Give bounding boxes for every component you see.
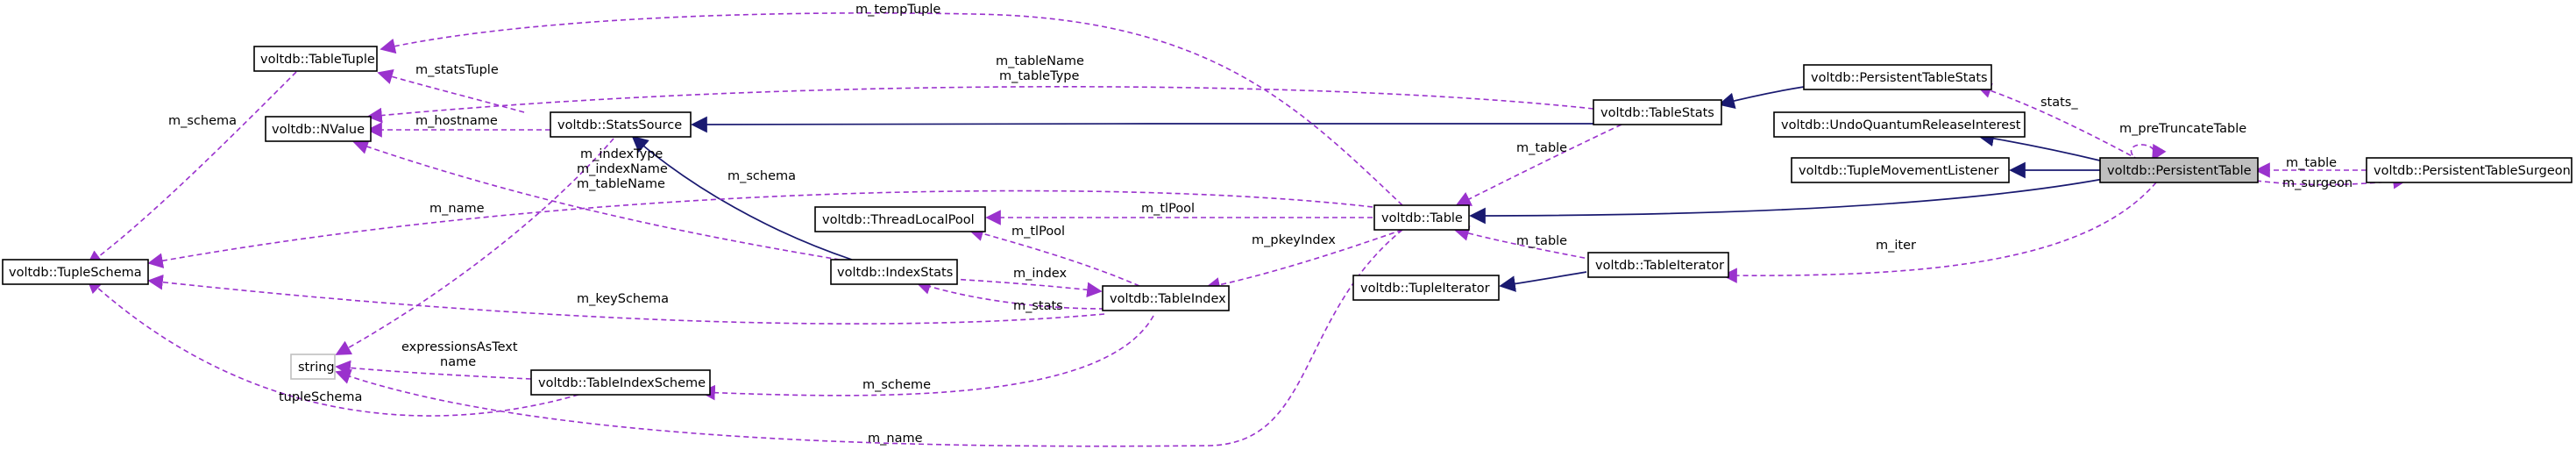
- label-m-stats: m_stats: [1013, 299, 1063, 313]
- label-m-indexname: m_indexName: [577, 162, 668, 176]
- label-m-tabletype: m_tableType: [999, 69, 1079, 83]
- label-m-tlpool-index: m_tlPool: [1011, 225, 1065, 239]
- edge-m-temptuple: [380, 12, 1403, 206]
- label-m-pkeyindex: m_pkeyIndex: [1252, 233, 1336, 247]
- edge-m-indextype-group: [352, 139, 841, 261]
- node-undo-quantum-release-interest[interactable]: voltdb::UndoQuantumReleaseInterest: [1773, 111, 2026, 138]
- node-tuple-iterator[interactable]: voltdb::TupleIterator: [1352, 275, 1500, 301]
- label-m-schema-left: m_schema: [168, 114, 237, 128]
- label-m-index: m_index: [1013, 267, 1067, 281]
- node-table-label: voltdb::Table: [1381, 211, 1463, 225]
- node-persistent-table-stats-label: voltdb::PersistentTableStats: [1811, 71, 1988, 85]
- node-persistent-table-surgeon-label: voltdb::PersistentTableSurgeon: [2374, 164, 2571, 178]
- node-nvalue[interactable]: voltdb::NValue: [265, 116, 372, 142]
- label-m-tablename-top: m_tableName: [996, 54, 1084, 68]
- label-m-scheme: m_scheme: [862, 378, 931, 392]
- edge-m-pretruncatetable: [2130, 143, 2167, 162]
- label-m-keyschema: m_keySchema: [577, 292, 669, 306]
- edge-m-schema-mid: [147, 189, 1373, 268]
- edge-m-index: [951, 278, 1103, 298]
- edge-tableiterator-to-tupleiterator: [1499, 271, 1587, 292]
- node-tuple-movement-listener-label: voltdb::TupleMovementListener: [1799, 164, 1999, 178]
- label-m-name-bottom: m_name: [868, 432, 923, 446]
- node-nvalue-label: voltdb::NValue: [272, 123, 365, 137]
- edge-m-table-stats: [1455, 124, 1622, 206]
- edges: [86, 12, 2409, 447]
- label-m-tablename-mid: m_tableName: [577, 177, 665, 191]
- node-persistent-table[interactable]: voltdb::PersistentTable: [2099, 157, 2259, 183]
- label-m-table-stats: m_table: [1516, 141, 1567, 155]
- label-m-table-iter: m_table: [1516, 234, 1567, 248]
- label-expressionsastext: expressionsAsText: [401, 340, 518, 354]
- node-table[interactable]: voltdb::Table: [1373, 204, 1470, 231]
- node-persistent-table-label: voltdb::PersistentTable: [2107, 164, 2252, 178]
- edge-m-name-bottom: [335, 229, 1403, 447]
- edge-m-stats: [915, 279, 1105, 310]
- node-persistent-table-surgeon[interactable]: voltdb::PersistentTableSurgeon: [2366, 157, 2572, 183]
- node-table-stats[interactable]: voltdb::TableStats: [1593, 99, 1722, 125]
- node-table-index-scheme-label: voltdb::TableIndexScheme: [538, 376, 706, 390]
- label-m-statstuple: m_statsTuple: [415, 63, 499, 77]
- edge-indexstats-to-statssource: [631, 135, 853, 261]
- edge-m-tablename-type: [366, 86, 1594, 124]
- node-stats-source-label: voltdb::StatsSource: [557, 118, 682, 132]
- label-stats: stats_: [2040, 96, 2078, 110]
- label-m-name-left: m_name: [429, 202, 485, 216]
- edge-persistenttable-to-table: [1469, 178, 2104, 225]
- edge-m-schema-left: [86, 71, 297, 267]
- node-table-tuple-label: voltdb::TableTuple: [260, 53, 375, 67]
- node-persistent-table-stats[interactable]: voltdb::PersistentTableStats: [1803, 64, 1992, 90]
- node-index-stats-label: voltdb::IndexStats: [837, 266, 953, 280]
- label-name: name: [440, 355, 476, 369]
- edge-persistenttable-to-undo: [1977, 130, 2104, 162]
- label-m-pretruncatetable: m_preTruncateTable: [2119, 122, 2246, 136]
- node-string[interactable]: string: [290, 354, 336, 380]
- edge-tupleschema: [86, 277, 579, 417]
- node-table-stats-label: voltdb::TableStats: [1600, 106, 1714, 120]
- node-thread-local-pool[interactable]: voltdb::ThreadLocalPool: [814, 206, 986, 232]
- node-table-tuple[interactable]: voltdb::TableTuple: [253, 46, 378, 72]
- edge-m-tlpool-index: [968, 225, 1140, 287]
- node-tuple-iterator-label: voltdb::TupleIterator: [1360, 282, 1490, 296]
- node-string-label: string: [298, 361, 335, 375]
- node-index-stats[interactable]: voltdb::IndexStats: [830, 259, 958, 285]
- label-m-tlpool-table: m_tlPool: [1141, 202, 1195, 216]
- label-m-iter: m_iter: [1876, 239, 1916, 253]
- edge-stats: [1976, 82, 2140, 161]
- edge-m-iter: [1721, 182, 2157, 283]
- label-m-surgeon: m_surgeon: [2282, 176, 2352, 190]
- edge-labels: m_tempTuple m_statsTuple m_tableName m_t…: [168, 3, 2352, 446]
- edge-m-name-left: [335, 138, 614, 355]
- edge-m-pkeyindex: [1204, 229, 1403, 293]
- label-m-indextype: m_indexType: [580, 147, 663, 161]
- label-m-schema-mid: m_schema: [727, 169, 796, 183]
- node-tuple-schema-label: voltdb::TupleSchema: [9, 266, 142, 280]
- node-stats-source[interactable]: voltdb::StatsSource: [550, 111, 692, 138]
- node-table-index-label: voltdb::TableIndex: [1110, 292, 1226, 306]
- node-undo-quantum-release-interest-label: voltdb::UndoQuantumReleaseInterest: [1781, 118, 2021, 132]
- node-table-iterator-label: voltdb::TableIterator: [1595, 259, 1724, 273]
- edge-m-keyschema: [147, 274, 1105, 325]
- label-tupleschema: tupleSchema: [279, 390, 362, 404]
- node-tuple-schema[interactable]: voltdb::TupleSchema: [2, 259, 149, 285]
- edge-m-table-iter: [1453, 225, 1594, 261]
- edge-expressionsastext-name: [335, 360, 532, 380]
- label-m-table-surgeon: m_table: [2286, 156, 2337, 170]
- edge-m-scheme: [699, 315, 1154, 401]
- edge-tablestats-to-statssource: [691, 116, 1593, 133]
- edge-persistenttablestats-to-tablestats: [1718, 86, 1805, 109]
- node-table-iterator[interactable]: voltdb::TableIterator: [1587, 252, 1729, 278]
- nodes: voltdb::TableTuple voltdb::NValue voltdb…: [2, 46, 2572, 396]
- node-tuple-movement-listener[interactable]: voltdb::TupleMovementListener: [1791, 157, 2010, 183]
- label-m-temptuple: m_tempTuple: [855, 3, 940, 17]
- node-table-index[interactable]: voltdb::TableIndex: [1102, 285, 1230, 311]
- label-m-hostname: m_hostname: [415, 114, 498, 128]
- node-thread-local-pool-label: voltdb::ThreadLocalPool: [822, 213, 975, 227]
- node-table-index-scheme[interactable]: voltdb::TableIndexScheme: [530, 369, 711, 396]
- edge-m-statstuple: [377, 68, 525, 113]
